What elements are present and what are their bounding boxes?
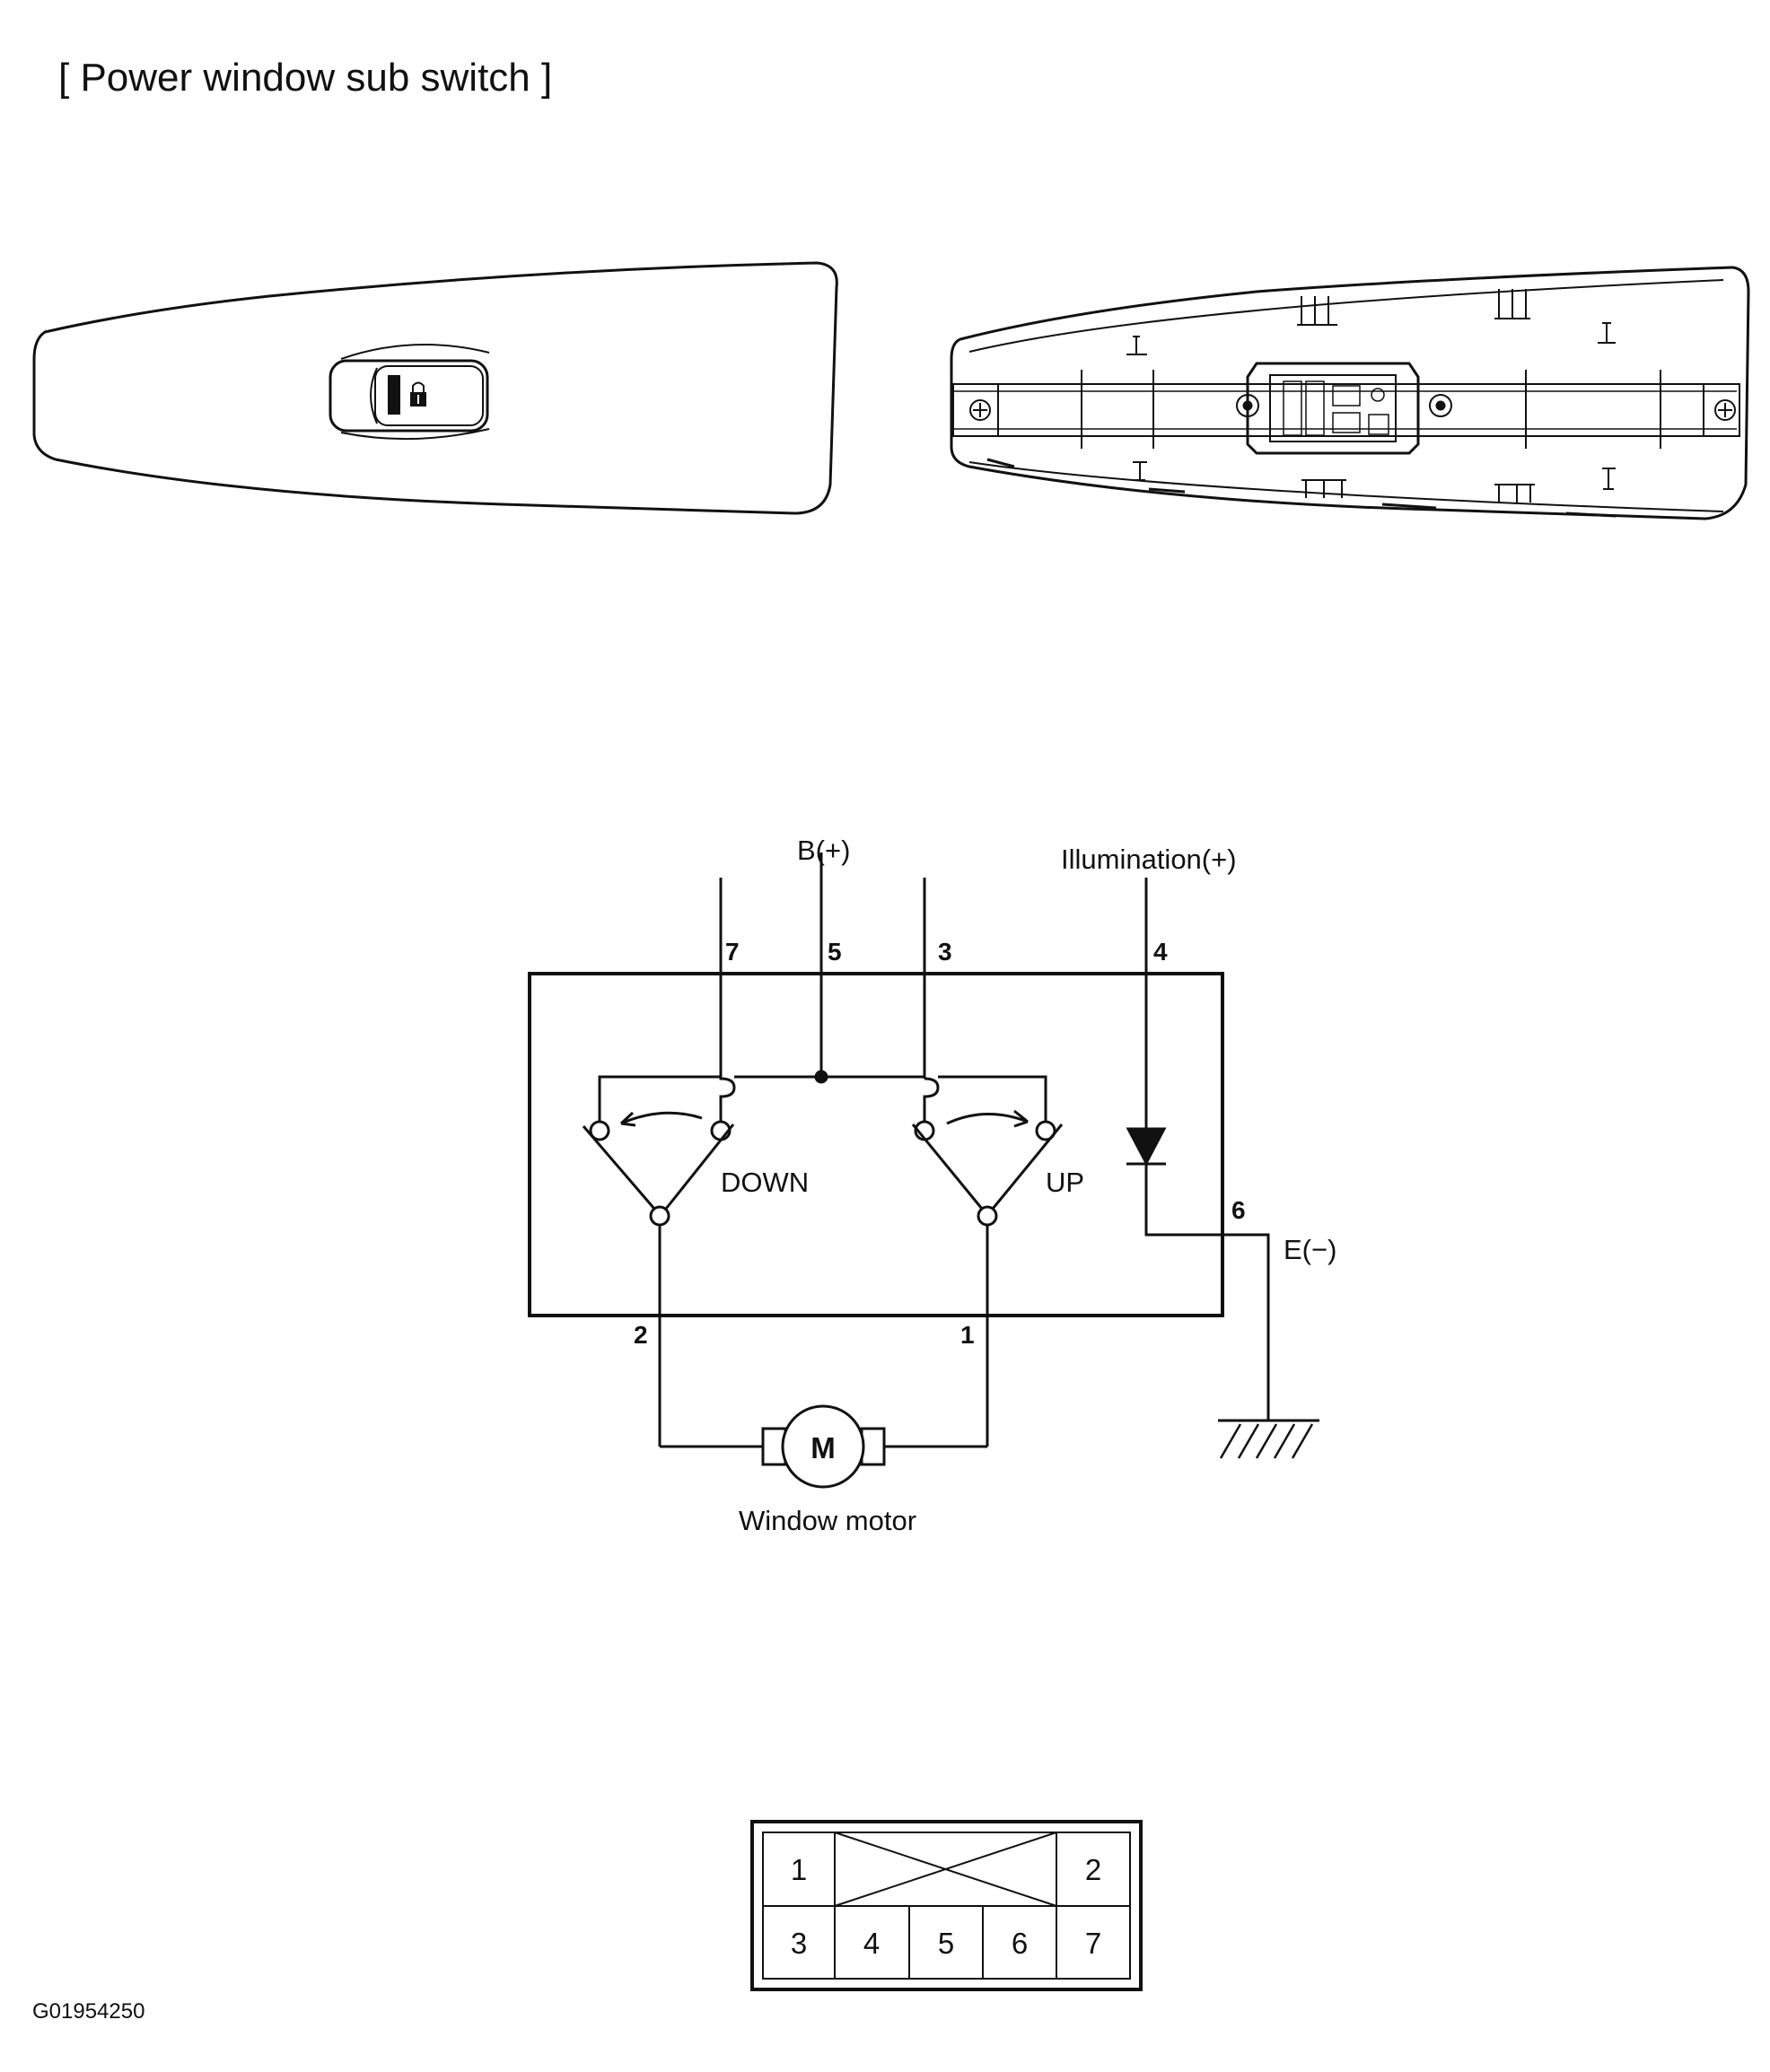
- connector-cell-5: 5: [938, 1927, 954, 1960]
- connector-face: [750, 1820, 1143, 1991]
- down-label: DOWN: [721, 1167, 809, 1198]
- switch-front-view: [32, 261, 838, 515]
- pin-label-7: 7: [725, 938, 740, 966]
- motor-symbol: M: [811, 1431, 836, 1464]
- motor-caption: Window motor: [739, 1505, 916, 1536]
- lock-icon: [410, 381, 426, 407]
- schematic: [528, 852, 1319, 1489]
- pin-label-5: 5: [828, 938, 842, 966]
- motor-icon: [761, 1404, 886, 1489]
- diode-symbol: [1126, 1127, 1167, 1167]
- pin-label-2: 2: [634, 1321, 648, 1349]
- illumination-label: Illumination(+): [1061, 844, 1237, 875]
- connector-cell-7: 7: [1085, 1927, 1101, 1960]
- connector-cell-4: 4: [863, 1927, 880, 1960]
- figure-id: G01954250: [32, 1999, 145, 2024]
- pin-label-4: 4: [1153, 938, 1168, 966]
- switch-housing-box: [528, 972, 1224, 1317]
- page-title: [ Power window sub switch ]: [58, 56, 553, 100]
- connector-cell-6: 6: [1012, 1927, 1028, 1960]
- up-label: UP: [1046, 1167, 1084, 1198]
- up-switch: [911, 1109, 1064, 1227]
- supply-label: B(+): [797, 835, 850, 866]
- ground-icon: [1218, 1419, 1319, 1459]
- switch-rear-view: [950, 266, 1750, 520]
- connector-cell-2: 2: [1085, 1853, 1101, 1886]
- pin-label-1: 1: [960, 1321, 975, 1349]
- ground-label: E(−): [1284, 1234, 1336, 1265]
- down-switch: [582, 1111, 735, 1227]
- pin-label-3: 3: [938, 938, 952, 966]
- pin-label-6: 6: [1231, 1196, 1246, 1224]
- connector-cell-1: 1: [791, 1853, 807, 1886]
- connector-cell-3: 3: [791, 1927, 807, 1960]
